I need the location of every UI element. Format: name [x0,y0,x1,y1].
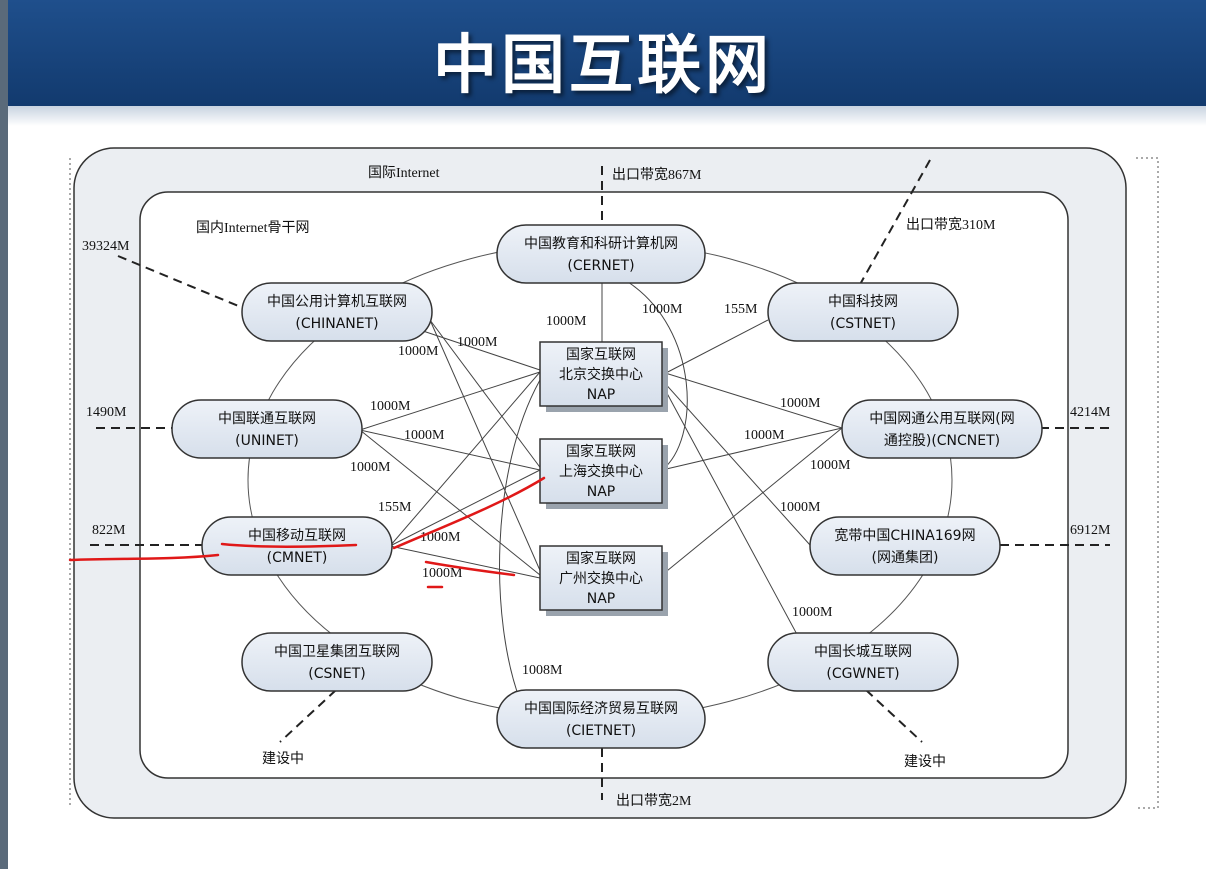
svg-text:NAP: NAP [587,387,616,403]
svg-text:中国国际经济贸易互联网: 中国国际经济贸易互联网 [524,701,678,717]
node-csnet: 中国卫星集团互联网 (CSNET) [241,632,433,692]
ext-label-cietnet: 出口带宽2M [616,792,692,809]
svg-text:中国卫星集团互联网: 中国卫星集团互联网 [274,643,400,660]
ext-label-uninet: 1490M [86,405,127,420]
svg-text:(CERNET): (CERNET) [567,258,634,274]
svg-text:(CHINANET): (CHINANET) [295,316,378,332]
node-cncnet: 中国网通公用互联网(网 通控股)(CNCNET) [841,399,1043,459]
svg-text:(CSNET): (CSNET) [308,666,365,682]
node-cstnet: 中国科技网 (CSTNET) [767,282,959,342]
backbone-links [359,281,843,701]
svg-text:NAP: NAP [587,591,616,607]
svg-text:中国网通公用互联网(网: 中国网通公用互联网(网 [869,411,1014,427]
svg-text:通控股)(CNCNET): 通控股)(CNCNET) [884,433,1000,449]
svg-text:国家互联网: 国家互联网 [566,443,636,460]
link-label: 1000M [420,530,461,545]
link-label: 1000M [546,314,587,329]
svg-text:宽带中国CHINA169网: 宽带中国CHINA169网 [834,527,975,544]
ext-label-cncnet: 4214M [1070,405,1111,420]
svg-text:NAP: NAP [587,484,616,500]
svg-text:(UNINET): (UNINET) [235,433,299,449]
svg-text:中国长城互联网: 中国长城互联网 [814,644,912,660]
link-label: 1000M [457,335,498,350]
title-bar [0,0,1206,106]
link-label: 1000M [350,460,391,475]
svg-text:(网通集团): (网通集团) [872,549,939,566]
red-annotation [68,476,546,589]
node-china169: 宽带中国CHINA169网 (网通集团) [809,516,1001,576]
svg-text:(CGWNET): (CGWNET) [826,666,899,682]
domestic-label: 国内Internet骨干网 [196,220,310,236]
node-cgwnet: 中国长城互联网 (CGWNET) [767,632,959,692]
link-label: 155M [378,500,412,515]
nap-beijing: 国家互联网 北京交换中心 NAP [539,341,668,412]
ext-label-china169: 6912M [1070,523,1111,538]
bracket-right [1136,157,1159,809]
svg-text:国家互联网: 国家互联网 [566,346,636,363]
link-label: 1000M [780,396,821,411]
nap-shanghai: 国家互联网 上海交换中心 NAP [539,438,668,509]
link-label: 1000M [744,428,785,443]
ext-link-csnet [279,689,337,743]
link-label: 1000M [422,566,463,581]
ext-label-cernet: 出口带宽867M [612,166,702,183]
svg-text:中国科技网: 中国科技网 [828,294,898,310]
link-label: 1000M [404,428,445,443]
svg-text:上海交换中心: 上海交换中心 [559,463,643,480]
svg-text:北京交换中心: 北京交换中心 [559,366,643,383]
ext-link-cgwnet [865,689,923,743]
ext-label-chinanet: 39324M [82,239,130,254]
svg-text:中国移动互联网: 中国移动互联网 [248,528,346,544]
svg-text:中国教育和科研计算机网: 中国教育和科研计算机网 [524,236,678,252]
node-cernet: 中国教育和科研计算机网 (CERNET) [496,224,706,284]
node-cietnet: 中国国际经济贸易互联网 (CIETNET) [496,689,706,749]
link-label: 1000M [792,605,833,620]
link-label: 1000M [810,458,851,473]
link-label: 1008M [522,663,563,678]
nap-guangzhou: 国家互联网 广州交换中心 NAP [539,545,668,616]
ext-link-chinanet [117,255,249,311]
link-label: 155M [724,302,758,317]
svg-text:中国联通互联网: 中国联通互联网 [218,411,316,427]
international-label: 国际Internet [368,165,440,181]
svg-text:(CMNET): (CMNET) [267,550,328,566]
ext-label-cgwnet: 建设中 [904,754,946,770]
window-edge [0,0,8,869]
svg-text:中国公用计算机互联网: 中国公用计算机互联网 [267,294,407,310]
link-label: 1000M [642,302,683,317]
node-uninet: 中国联通互联网 (UNINET) [171,399,363,459]
node-chinanet: 中国公用计算机互联网 (CHINANET) [241,282,433,342]
title-bar-shadow [0,106,1206,126]
svg-text:(CSTNET): (CSTNET) [830,316,896,332]
link-label: 1000M [780,500,821,515]
ext-link-cstnet [857,159,931,289]
link-label: 1000M [398,344,439,359]
ext-label-csnet: 建设中 [262,751,304,767]
ext-label-cstnet: 出口带宽310M [906,216,996,233]
ext-label-cmnet: 822M [92,523,126,538]
svg-text:(CIETNET): (CIETNET) [566,723,636,739]
svg-text:国家互联网: 国家互联网 [566,550,636,567]
svg-text:广州交换中心: 广州交换中心 [559,570,643,587]
link-label: 1000M [370,399,411,414]
page-title: 中国互联网 [433,29,773,103]
